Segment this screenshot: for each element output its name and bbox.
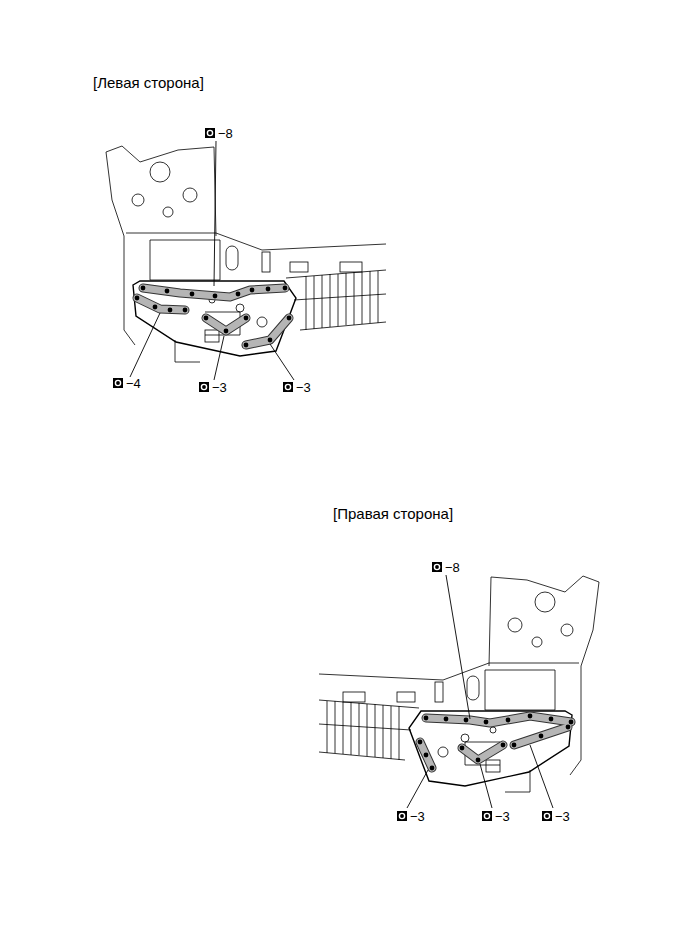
weld-count: −8 [218,127,233,140]
weld-bands [135,286,574,771]
weld-count: −3 [296,381,311,394]
weld-symbols [113,128,552,821]
side-heading: [Левая сторона] [93,75,204,90]
weld-count: −3 [410,810,425,823]
leader-lines [130,141,553,808]
weld-count: −4 [126,377,141,390]
weld-count: −3 [495,810,510,823]
weld-count: −3 [212,381,227,394]
weld-count: −3 [555,810,570,823]
right-body [319,576,599,792]
weld-count: −8 [445,561,460,574]
left-body [106,146,386,362]
side-heading: [Правая сторона] [333,506,453,521]
